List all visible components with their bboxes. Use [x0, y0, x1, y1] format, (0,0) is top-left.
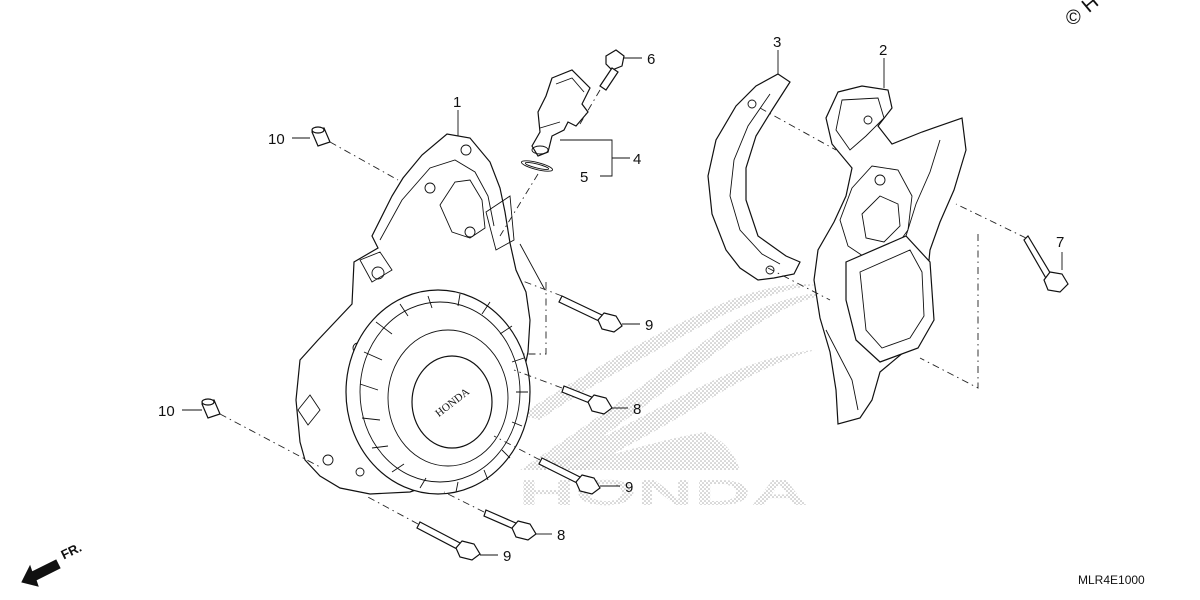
part-3-guide-plate [707, 73, 801, 281]
callout-4: 4 [633, 151, 641, 168]
part-7-bolt [1023, 235, 1069, 293]
diagram-code: MLR4E1000 [1078, 573, 1145, 587]
callout-9-upper: 9 [645, 317, 653, 334]
callout-9-bottom: 9 [503, 548, 511, 565]
part-9-bolt-lower-right [538, 457, 601, 495]
part-1-generator-cover: HONDA [295, 133, 546, 495]
callout-3: 3 [773, 34, 781, 51]
callout-8-lower: 8 [557, 527, 565, 544]
honda-wing-watermark [520, 284, 835, 470]
honda-wordmark-watermark: HONDA [518, 472, 808, 513]
callout-1: 1 [453, 94, 461, 111]
part-8-bolt-middle [561, 385, 613, 415]
part-6-bolt [599, 49, 625, 91]
callout-9-lower-right: 9 [625, 479, 633, 496]
part-4-sensor [531, 69, 591, 157]
front-direction-label: FR. [58, 540, 83, 563]
callout-8-middle: 8 [633, 401, 641, 418]
front-direction-arrow-icon [21, 559, 61, 587]
copyright-symbol: © [1066, 7, 1081, 29]
callout-10-lower: 10 [158, 403, 175, 420]
part-9-bolt-bottom [416, 521, 481, 561]
part-9-bolt-upper [558, 295, 623, 333]
part-10-dowel-lower [201, 398, 221, 419]
leader-lines [182, 50, 1063, 556]
callout-6: 6 [647, 51, 655, 68]
part-5-o-ring [521, 160, 553, 172]
copyright-fragment: H [1078, 0, 1103, 17]
part-2-sprocket-cover [813, 85, 967, 425]
part-10-dowel-upper [311, 126, 331, 147]
part-8-bolt-lower [483, 509, 537, 541]
callout-7: 7 [1056, 234, 1064, 251]
callout-5: 5 [580, 169, 588, 186]
callout-10-upper: 10 [268, 131, 285, 148]
callout-2: 2 [879, 42, 887, 59]
